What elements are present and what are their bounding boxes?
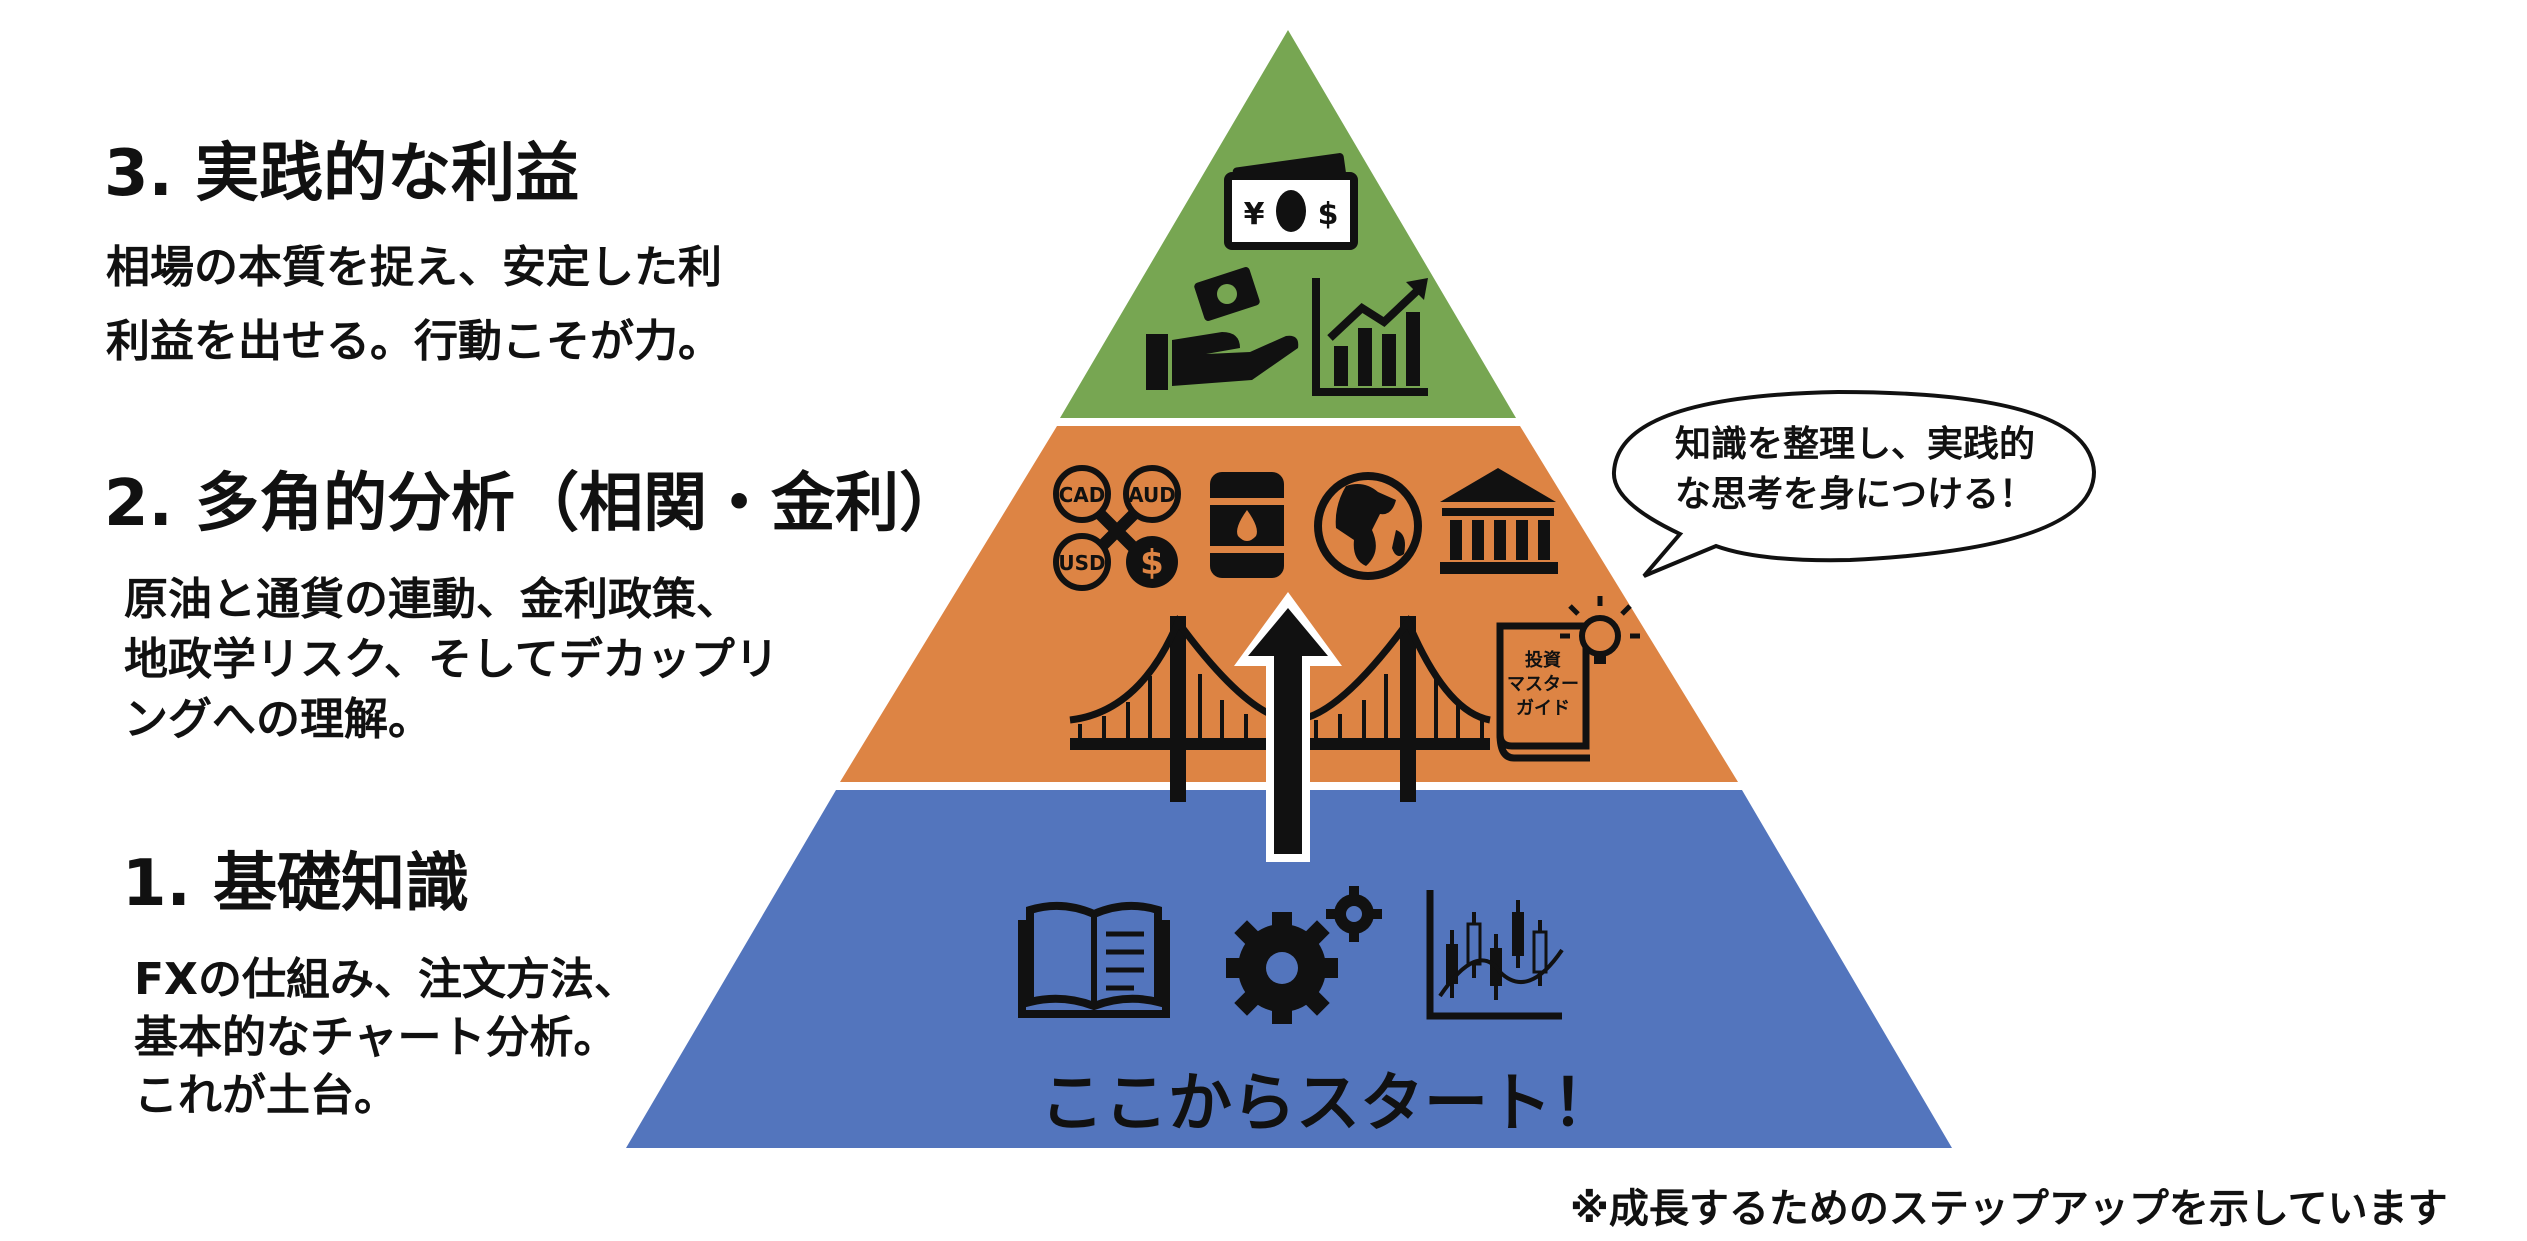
bridge-icon (1069, 614, 1491, 802)
bank-icon (1440, 468, 1558, 574)
usd-label: USD (1058, 551, 1105, 575)
open-book-icon (1018, 901, 1170, 1018)
speech-bubble (1611, 389, 2097, 578)
dollar-symbol: $ (1318, 197, 1339, 232)
speech-bubble-line-1: 知識を整理し、実践的 (1674, 424, 2035, 465)
cad-label: CAD (1059, 483, 1106, 507)
oil-barrel-icon (1206, 472, 1288, 578)
growth-chart-icon (1312, 278, 1428, 396)
footnote: ※成長するためのステップアップを示しています (1570, 1186, 2448, 1232)
level-1-title: 1. 基礎知識 (122, 847, 470, 921)
level-1-description-line-3: これが土台。 (134, 1070, 398, 1121)
candlestick-chart-icon (1426, 890, 1564, 1020)
guidebook-label-line-2: マスター (1507, 674, 1579, 695)
level-2-title: 2. 多角的分析（相関・金利） (104, 467, 964, 541)
guidebook-icon: 投資 マスター ガイド (1496, 596, 1640, 762)
aud-label: AUD (1128, 483, 1176, 507)
currency-pairs-icon: CAD AUD USD $ (1053, 465, 1181, 591)
level-2-description-line-3: ングへの理解。 (124, 694, 432, 745)
speech-bubble-text: 知識を整理し、実践的 な思考を身につける！ (1620, 420, 2090, 520)
level-3-description-line-2: 利益を出せる。行動こそが力。 (106, 316, 722, 367)
speech-bubble-line-2: な思考を身につける！ (1674, 474, 2035, 515)
yen-symbol: ¥ (1244, 197, 1265, 232)
level-2-description-line-2: 地政学リスク、そしてデカップリ (124, 634, 779, 685)
guidebook-label-line-1: 投資 (1525, 649, 1561, 671)
level-3-title: 3. 実践的な利益 (104, 137, 580, 211)
dollar-coin-symbol: $ (1140, 543, 1164, 583)
level-2-description-line-1: 原油と通貨の連動、金利政策、 (124, 574, 740, 625)
level-3-description-line-1: 相場の本質を捉え、安定した利 (106, 242, 722, 293)
start-label: ここからスタート！ (1040, 1067, 1616, 1141)
hand-money-icon (1146, 267, 1299, 390)
level-1-description-line-1: FXの仕組み、注文方法、 (134, 954, 638, 1005)
globe-icon (1314, 472, 1422, 580)
upward-arrow (1234, 592, 1342, 862)
money-bills-icon: ¥ $ (1224, 153, 1358, 250)
level-1-description-line-2: 基本的なチャート分析。 (134, 1012, 618, 1063)
guidebook-label-line-3: ガイド (1516, 698, 1570, 719)
